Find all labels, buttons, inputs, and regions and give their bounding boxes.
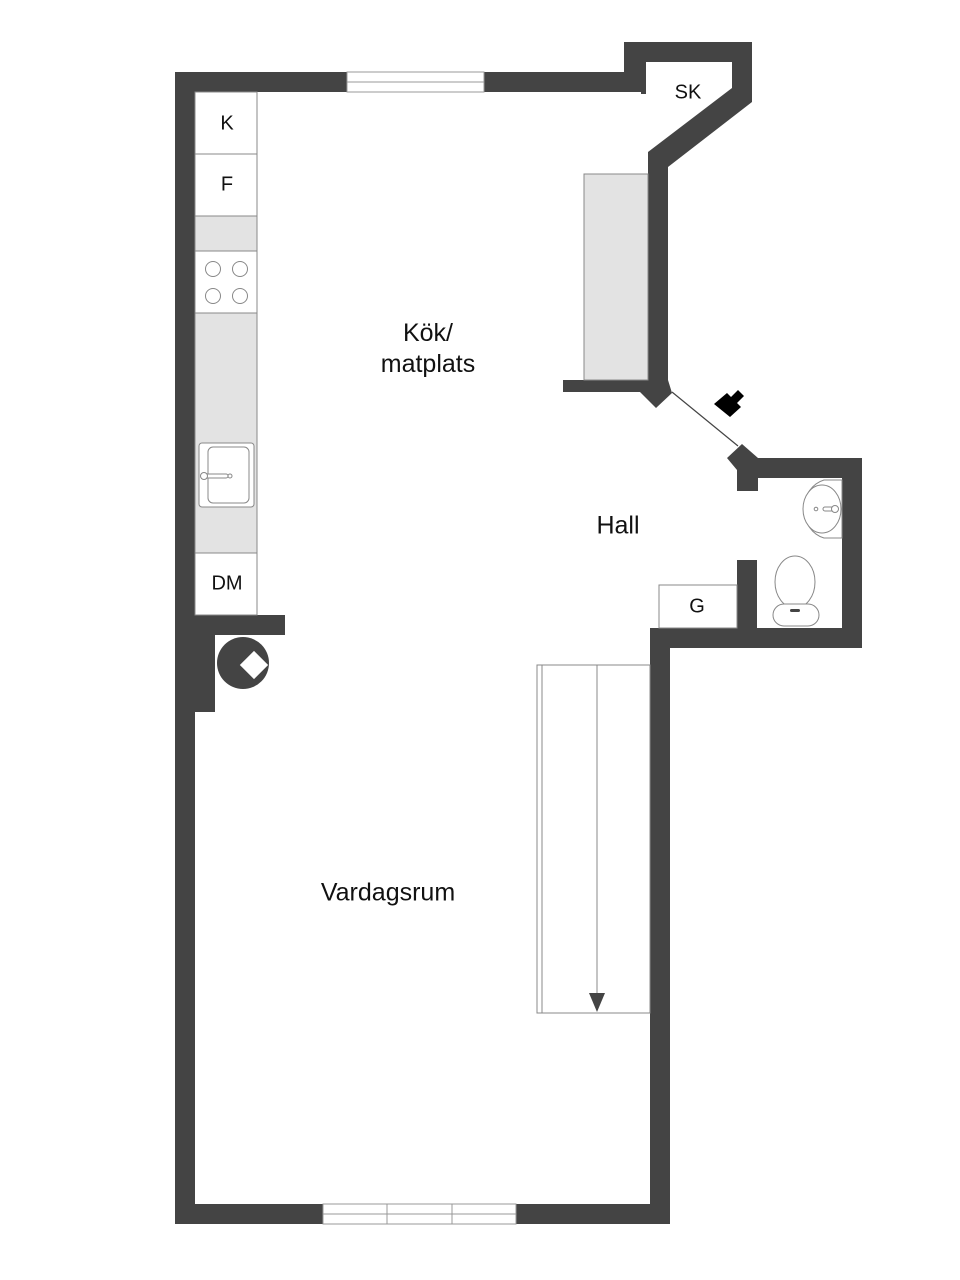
fixture-label-g: G: [689, 595, 705, 618]
entrance-arrow-icon: [714, 390, 744, 417]
wardrobe: [583, 173, 649, 381]
g-cabinet: [658, 584, 738, 629]
window-icon: [322, 1203, 517, 1225]
kitchen-counter: [194, 91, 258, 616]
room-label-vardagsrum: Vardagsrum: [320, 878, 456, 907]
room-label-kok: Kök/ matplats: [380, 318, 476, 378]
toilet-icon: [772, 555, 820, 627]
fixture-label-f: F: [220, 173, 234, 196]
fireplace-icon: [217, 637, 269, 689]
fixture-label-sk: SK: [674, 81, 702, 104]
walls: [175, 42, 862, 1224]
stove-icon: [205, 261, 248, 304]
room-label-hall: Hall: [596, 511, 640, 540]
fixture-label-k: K: [220, 112, 234, 135]
stair-arrow-icon: [589, 993, 605, 1012]
sink-icon: [198, 442, 255, 508]
fixture-label-dm: DM: [211, 572, 243, 595]
staircase: [536, 664, 651, 1014]
window-icon: [346, 71, 485, 93]
washbasin-icon: [802, 479, 843, 539]
entrance-door: [671, 391, 739, 447]
